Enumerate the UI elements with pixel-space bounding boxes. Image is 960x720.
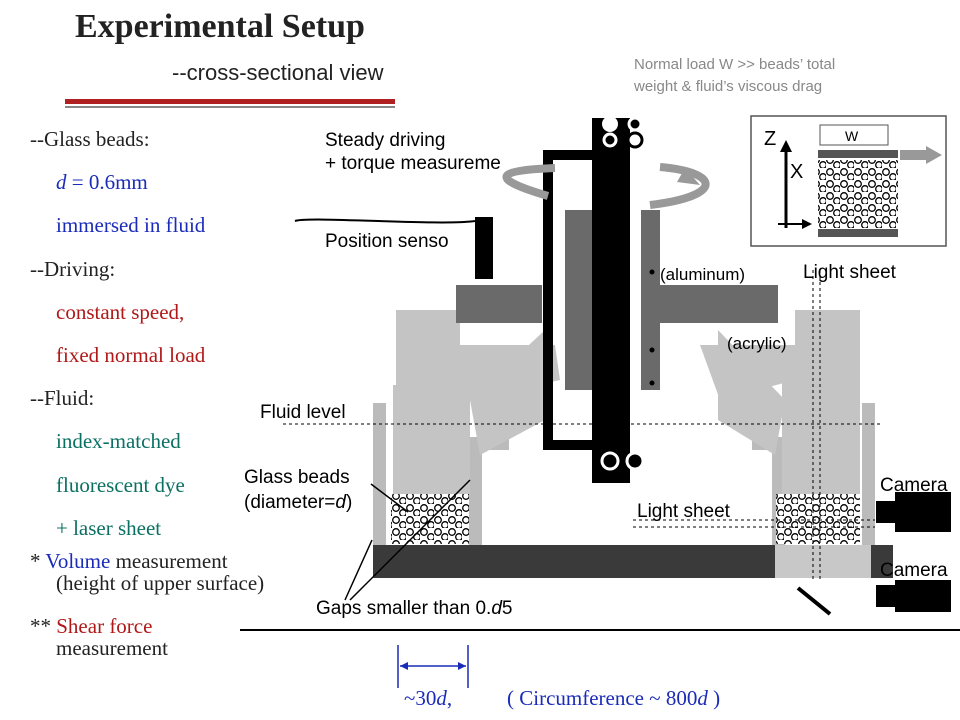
page-title: Experimental Setup <box>75 8 365 45</box>
setup-notes: --Glass beads: d = 0.6mm immersed in flu… <box>30 118 264 659</box>
drive-frame-left <box>543 150 553 450</box>
spacing-prefix: ~30 <box>404 686 437 710</box>
note-glass-beads: --Glass beads: <box>30 127 150 151</box>
note-diameter: d = 0.6mm <box>30 161 264 204</box>
note-shear-sub: measurement <box>56 636 168 661</box>
spacing-d: d <box>436 686 447 710</box>
label-diameter-close: ) <box>346 492 352 513</box>
label-aluminum: (aluminum) <box>660 265 745 284</box>
aluminum-arm-left <box>456 285 542 323</box>
load-note: Normal load W >> beads’ total weight & f… <box>634 54 835 98</box>
label-light-sheet-top: Light sheet <box>803 262 897 283</box>
note-constant-speed: constant speed, <box>56 299 185 324</box>
note-shear-word: Shear force <box>56 614 153 639</box>
circ-prefix: ( Circumference ~ 800 <box>507 686 698 710</box>
upper-plate-left <box>393 310 470 495</box>
label-fluid-level: Fluid level <box>260 402 346 423</box>
outer-wall-left <box>373 403 386 545</box>
note-d-symbol: d <box>56 170 67 195</box>
page-subtitle: --cross-sectional view <box>172 60 384 85</box>
label-gaps-end: 5 <box>502 598 513 619</box>
label-glass-beads: Glass beads <box>244 467 350 488</box>
note-fixed-load: fixed normal load <box>56 342 206 367</box>
note-shear-prefix: ** <box>30 614 57 639</box>
note-fluorescent: fluorescent dye <box>56 472 185 497</box>
column-bolts <box>595 219 655 386</box>
label-gaps-d: d <box>491 598 503 619</box>
inset-w-label: W <box>845 128 859 144</box>
label-position-sensor: Position senso <box>325 231 449 252</box>
inset-x-label: X <box>790 161 803 183</box>
outer-wall-right <box>862 403 875 545</box>
label-diameter-d: d <box>335 492 347 513</box>
label-diameter-text: (diameter= <box>244 492 335 513</box>
label-camera-top: Camera <box>880 475 948 496</box>
camera-bottom <box>895 580 951 612</box>
title-underline <box>65 99 395 104</box>
label-acrylic: (acrylic) <box>727 334 787 353</box>
label-gaps-text: Gaps smaller than 0. <box>316 598 491 619</box>
mirror <box>796 586 832 616</box>
load-note-line2: weight & fluid’s viscous drag <box>634 78 823 95</box>
aluminum-arm-right <box>657 285 778 323</box>
inset-z-label: Z <box>764 128 776 150</box>
note-volume-sub: (height of upper surface) <box>56 570 265 595</box>
load-note-line1: Normal load W >> beads’ total <box>634 56 836 73</box>
spacing-label: ~30d, <box>404 686 452 711</box>
circ-suffix: ) <box>707 686 721 710</box>
upper-plate-right <box>782 310 860 495</box>
label-camera-bottom: Camera <box>880 560 948 581</box>
camera-top <box>895 492 951 532</box>
inner-wall-left <box>469 437 482 545</box>
circ-d: d <box>697 686 708 710</box>
rotation-arrow-icon <box>677 168 700 185</box>
note-immersed: immersed in fluid <box>56 213 206 238</box>
circumference-label: ( Circumference ~ 800d ) <box>507 686 720 711</box>
label-diameter: (diameter=d) <box>244 492 352 513</box>
label-gaps: Gaps smaller than 0.d5 <box>316 598 512 619</box>
label-steady-driving: Steady driving <box>325 130 445 151</box>
aluminum-column-left <box>565 210 595 390</box>
note-volume-rest: measurement <box>110 548 228 573</box>
inset-beads <box>818 160 898 228</box>
base-window <box>775 545 871 578</box>
note-volume-prefix: * <box>30 548 46 573</box>
note-laser: + laser sheet <box>56 515 162 540</box>
note-index-matched: index-matched <box>56 429 181 454</box>
label-torque: + torque measureme <box>325 153 501 174</box>
label-light-sheet-mid: Light sheet <box>637 501 731 522</box>
shear-direction-icon <box>926 146 942 164</box>
aluminum-column-right <box>641 210 660 390</box>
note-d-value: = 0.6mm <box>66 170 148 195</box>
note-driving: --Driving: <box>30 256 116 281</box>
position-sensor <box>475 217 493 279</box>
note-volume-word: Volume <box>45 548 111 573</box>
note-fluid: --Fluid: <box>30 386 95 411</box>
note-volume: * Volume measurement <box>30 550 264 572</box>
note-shear: ** Shear force <box>30 615 264 637</box>
title-underline-shadow <box>65 106 395 108</box>
drive-shaft <box>592 118 630 483</box>
bead-layer-right <box>776 494 860 544</box>
spacing-suffix: , <box>446 686 453 710</box>
